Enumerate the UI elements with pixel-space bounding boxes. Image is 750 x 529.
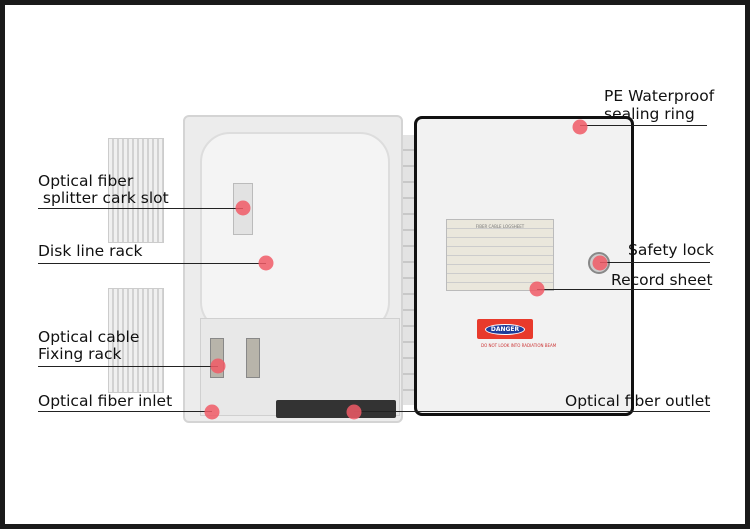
label-disk-line-rack: Disk line rack	[38, 242, 143, 260]
marker-dot	[592, 255, 608, 271]
leader-line	[354, 411, 710, 412]
marker-dot	[258, 255, 274, 271]
warning-text: DO NOT LOOK INTO RADIATION BEAM	[481, 343, 557, 348]
marker-dot	[529, 281, 545, 297]
leader-line	[38, 411, 212, 412]
left-comb-upper	[108, 138, 164, 243]
marker-dot	[346, 404, 362, 420]
label-splitter-slot-2: splitter cark slot	[38, 189, 169, 207]
danger-text: DANGER	[484, 323, 526, 335]
label-record-sheet: Record sheet	[611, 271, 713, 289]
leader-line	[38, 263, 266, 264]
label-fiber-outlet: Optical fiber outlet	[565, 392, 711, 410]
danger-label: DANGER	[477, 319, 533, 339]
marker-dot	[235, 200, 251, 216]
label-cable-fixing-1: Optical cable	[38, 328, 140, 346]
sheet-title: FIBER CABLE LOGSHEET	[475, 224, 525, 229]
leader-line	[600, 262, 710, 263]
record-sheet: FIBER CABLE LOGSHEET	[446, 219, 554, 291]
label-cable-fixing-2: Fixing rack	[38, 345, 122, 363]
leader-line	[38, 366, 218, 367]
left-comb-lower	[108, 288, 164, 393]
outlet-ports	[276, 400, 396, 418]
leader-line	[537, 289, 710, 290]
hinge	[403, 135, 415, 405]
label-sealing-ring-2: sealing ring	[604, 105, 695, 123]
marker-dot	[204, 404, 220, 420]
fixing-bracket	[246, 338, 260, 378]
leader-line	[580, 125, 707, 126]
label-safety-lock: Safety lock	[628, 241, 714, 259]
splice-tray	[200, 132, 390, 332]
marker-dot	[572, 119, 588, 135]
label-sealing-ring-1: PE Waterproof	[604, 87, 715, 105]
marker-dot	[210, 358, 226, 374]
label-splitter-slot-1: Optical fiber	[38, 172, 134, 190]
label-fiber-inlet: Optical fiber inlet	[38, 392, 173, 410]
leader-line	[38, 208, 243, 209]
